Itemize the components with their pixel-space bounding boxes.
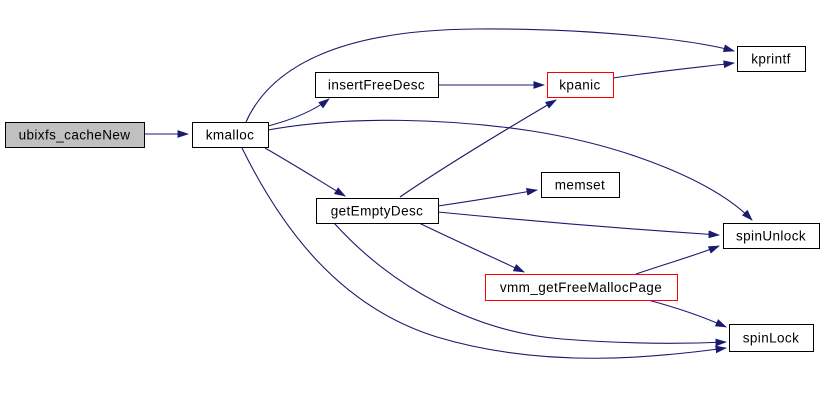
node-kpanic[interactable]: kpanic <box>547 72 614 98</box>
node-spinLock[interactable]: spinLock <box>729 324 814 352</box>
edge-vmm_getFreeMallocPage-to-spinUnlock <box>635 245 720 275</box>
edge-getEmptyDesc-to-memset <box>437 188 538 207</box>
node-box-kprintf[interactable] <box>737 46 806 72</box>
node-box-memset[interactable] <box>541 172 620 198</box>
edge-kmalloc-to-kprintf <box>245 28 735 123</box>
node-box-getEmptyDesc[interactable] <box>316 198 439 224</box>
edge-kmalloc-to-getEmptyDesc <box>264 147 346 197</box>
node-spinUnlock[interactable]: spinUnlock <box>723 223 820 249</box>
node-label-vmm_getFreeMallocPage: vmm_getFreeMallocPage <box>500 280 662 295</box>
node-label-kpanic: kpanic <box>559 77 600 92</box>
node-label-ubixfs_cacheNew: ubixfs_cacheNew <box>19 127 131 142</box>
node-ubixfs_cacheNew[interactable]: ubixfs_cacheNew <box>5 122 145 148</box>
node-label-spinLock: spinLock <box>743 330 799 345</box>
edge-kpanic-to-kprintf <box>612 60 735 79</box>
node-box-kmalloc[interactable] <box>192 122 269 148</box>
node-kmalloc[interactable]: kmalloc <box>192 122 269 148</box>
node-label-kprintf: kprintf <box>751 51 791 66</box>
node-box-spinUnlock[interactable] <box>723 223 820 249</box>
edge-getEmptyDesc-to-kpanic <box>399 99 557 198</box>
edge-getEmptyDesc-to-spinUnlock <box>437 211 720 239</box>
node-vmm_getFreeMallocPage[interactable]: vmm_getFreeMallocPage <box>485 274 678 301</box>
node-label-memset: memset <box>555 177 605 192</box>
edge-vmm_getFreeMallocPage-to-spinLock <box>647 299 727 328</box>
node-insertFreeDesc[interactable]: insertFreeDesc <box>315 72 439 98</box>
node-label-spinUnlock: spinUnlock <box>736 228 806 243</box>
node-label-insertFreeDesc: insertFreeDesc <box>328 77 425 92</box>
node-box-vmm_getFreeMallocPage[interactable] <box>485 274 678 301</box>
edge-kmalloc-to-spinUnlock <box>267 119 753 221</box>
node-box-kpanic[interactable] <box>547 72 614 98</box>
node-kprintf[interactable]: kprintf <box>737 46 806 72</box>
edge-kmalloc-to-spinLock <box>241 147 727 359</box>
edge-kmalloc-to-insertFreeDesc <box>267 98 330 127</box>
node-memset[interactable]: memset <box>541 172 620 198</box>
node-box-ubixfs_cacheNew[interactable] <box>5 122 145 148</box>
edge-getEmptyDesc-to-vmm_getFreeMallocPage <box>418 222 525 273</box>
node-box-spinLock[interactable] <box>729 324 814 352</box>
node-label-kmalloc: kmalloc <box>206 127 255 142</box>
edge-getEmptyDesc-to-spinLock <box>333 222 727 347</box>
node-box-insertFreeDesc[interactable] <box>315 72 439 98</box>
node-getEmptyDesc[interactable]: getEmptyDesc <box>316 198 439 224</box>
node-label-getEmptyDesc: getEmptyDesc <box>331 203 424 218</box>
